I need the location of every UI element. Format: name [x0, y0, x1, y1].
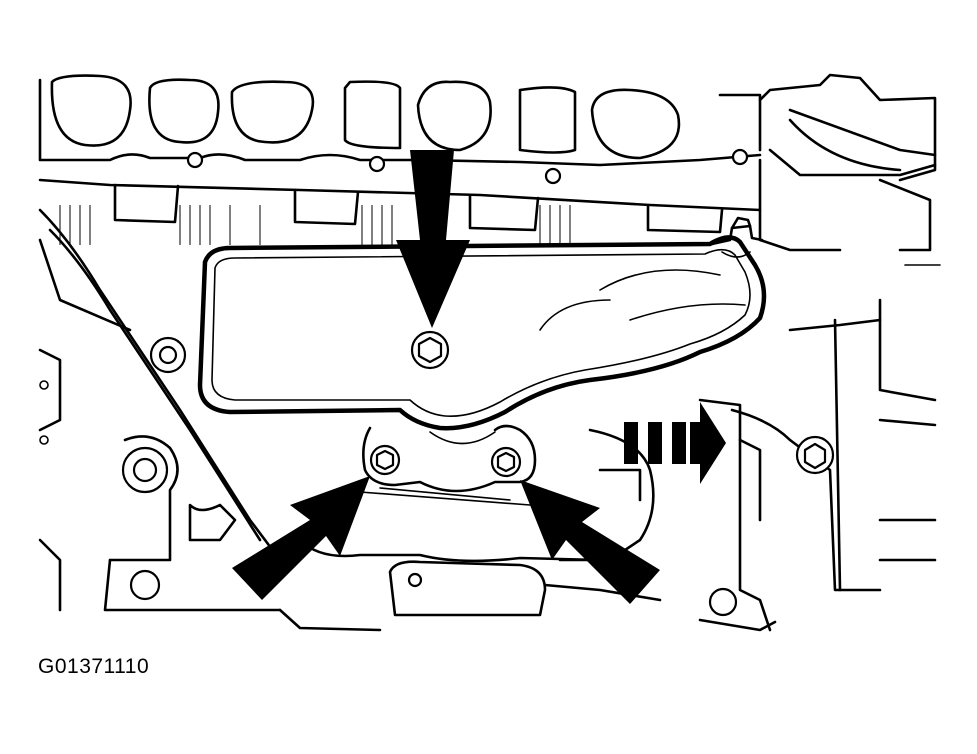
- lower-engine: [278, 428, 662, 632]
- callout-arrow-top: [396, 150, 470, 328]
- left-block: [38, 208, 282, 612]
- callout-arrow-dashed: [624, 402, 726, 484]
- sensor-fitting: [710, 216, 764, 258]
- upper-right-bracket: [758, 73, 941, 266]
- cylinder-head-ports: [38, 74, 762, 185]
- callout-arrow-lower-left: [232, 476, 370, 600]
- gasket-flange: [38, 178, 762, 245]
- lower-flange: [359, 424, 537, 506]
- callout-arrow-lower-right: [520, 480, 660, 604]
- heat-shield: [197, 235, 767, 445]
- right-bracket: [698, 298, 937, 632]
- figure-code: G01371110: [38, 655, 150, 678]
